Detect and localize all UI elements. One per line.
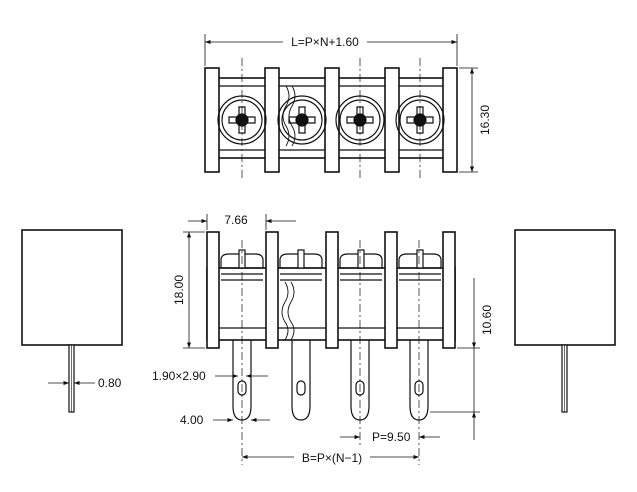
barrier [384,67,400,173]
screw-head [398,249,442,281]
left-side-view: 0.80 [21,229,123,413]
pitch-width-label: 7.66 [224,213,248,227]
span-label: B=P×(N−1) [302,451,362,465]
pin-thickness-label: 0.80 [98,376,122,390]
side-body [514,229,616,346]
pin-length-label: 10.60 [480,305,494,335]
cross-slot-screw-icon [335,95,385,145]
barrier [325,231,339,349]
cross-slot-screw-icon [217,95,267,145]
body-height-label: 18.00 [172,275,186,305]
pitch-label: P=9.50 [372,430,411,444]
barrier [265,231,279,349]
top-view: L=P×N+1.60 16.30 [204,34,492,180]
barrier [324,67,340,173]
side-body [21,229,123,346]
right-side-view [514,229,616,413]
screw-head [279,249,323,281]
barrier [204,67,220,173]
barrier [206,231,220,349]
cross-slot-screw-icon [395,95,445,145]
pin-offset-label: 4.00 [180,413,204,427]
barrier [442,67,458,173]
barrier [442,231,456,349]
barrier [384,231,398,349]
screw-head [339,249,383,281]
height-side-label: 16.30 [478,105,492,135]
pin-section-label: 1.90×2.90 [152,369,206,383]
barrier [264,67,280,173]
front-view: 7.66 18.00 10.60 1.90×2.90 4.00 P=9.50 B… [152,213,494,465]
pin [291,340,311,421]
cross-slot-screw-icon [277,95,327,145]
overall-length-label: L=P×N+1.60 [291,35,359,49]
